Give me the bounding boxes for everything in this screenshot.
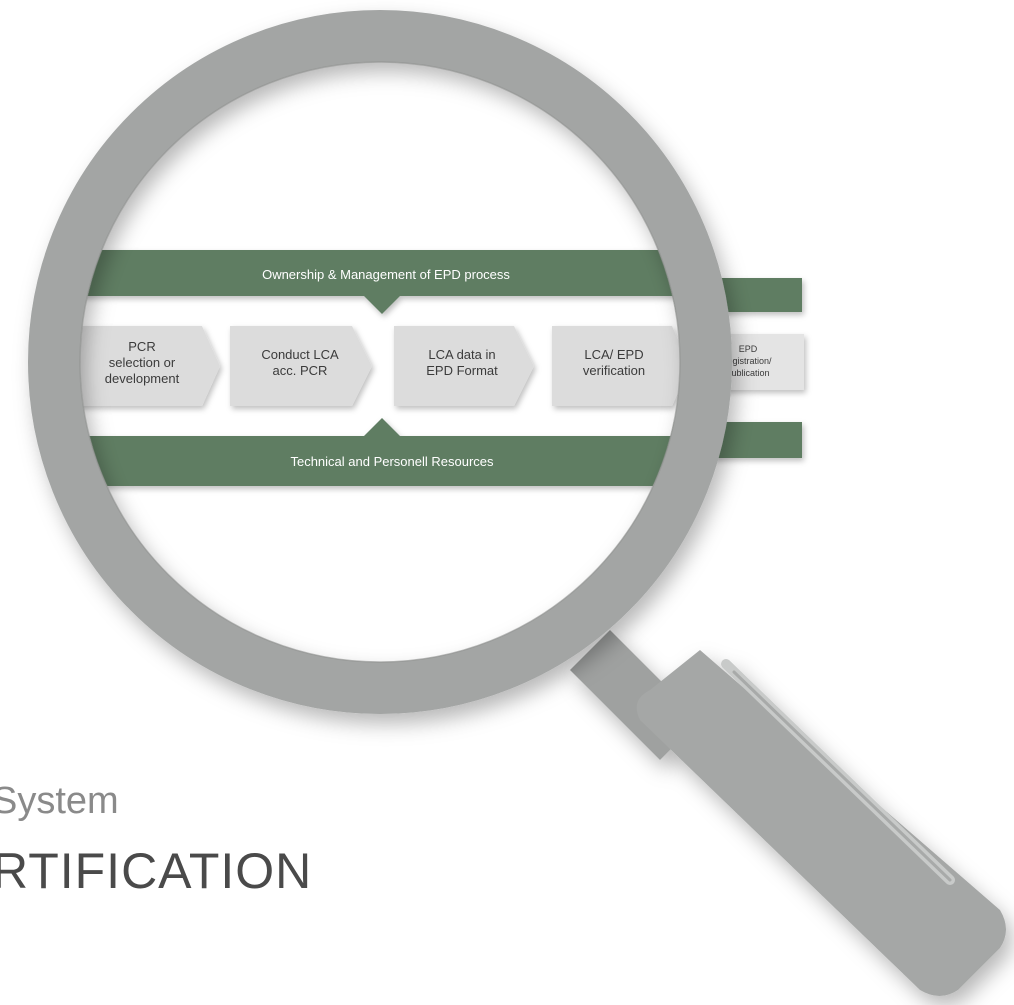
top-band-label: Ownership & Management of EPD process xyxy=(262,267,510,282)
step-3-line-2: EPD Format xyxy=(426,363,498,378)
step-4-chevron xyxy=(552,326,680,406)
top-band xyxy=(80,250,680,314)
step-4-line-1: LCA/ EPD xyxy=(584,347,643,362)
step-1-line-2: selection or xyxy=(109,355,176,370)
step-5-line-1: EPD xyxy=(739,344,758,354)
lens-rim xyxy=(28,10,732,714)
step-1-chevron xyxy=(80,326,220,406)
caption-title: RTIFICATION xyxy=(0,843,313,899)
bottom-band-label: Technical and Personell Resources xyxy=(290,454,494,469)
magnifier-handle xyxy=(570,630,1006,996)
step-1-line-1: PCR xyxy=(128,339,155,354)
step-2-line-2: acc. PCR xyxy=(273,363,328,378)
step-4-line-2: verification xyxy=(583,363,645,378)
lens-glass xyxy=(80,62,680,662)
step-5-label: EPD registration/publication xyxy=(724,344,772,378)
step-2-line-1: Conduct LCA xyxy=(261,347,339,362)
step-1-line-3: development xyxy=(105,371,180,386)
bottom-band xyxy=(80,418,680,486)
step-5-line-2: registration/ xyxy=(724,356,772,366)
step-2-chevron xyxy=(230,326,372,406)
step-5-line-3: publication xyxy=(726,368,769,378)
step-3-line-1: LCA data in xyxy=(428,347,495,362)
magnified-content: Ownership & Management of EPD process Te… xyxy=(80,250,680,486)
caption-subtitle: System xyxy=(0,780,119,822)
step-3-chevron xyxy=(394,326,534,406)
